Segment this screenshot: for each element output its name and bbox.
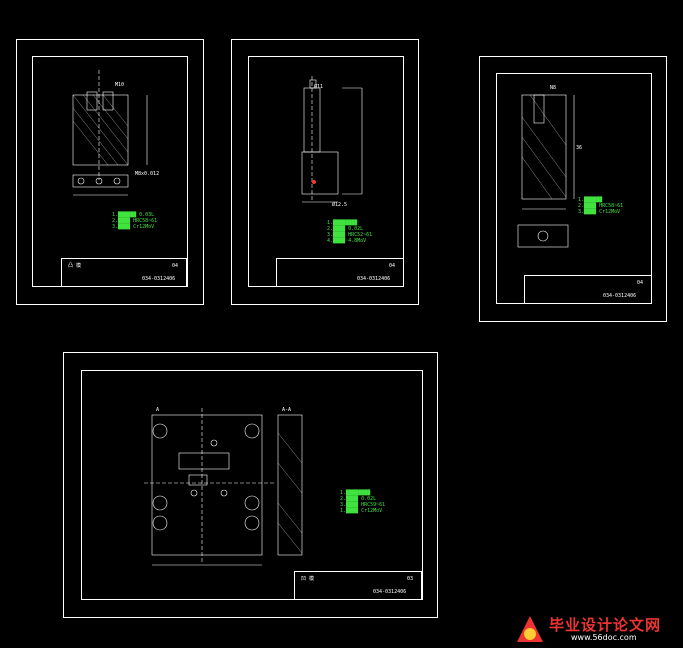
note-line: 2.████ HRC58~61 [578,203,624,209]
note-line: 1.████ Cr12MoV [340,508,383,514]
drawing-sheet-1: M8x0.012 M10 1.██████ 0.03L 2.████ HRC58… [16,39,204,305]
drawing-sheet-2: Ø11 Ø12.5 1.████████ 2.████ 0.02L 3.████… [231,39,419,305]
watermark-title: 毕业设计论文网 [549,616,662,634]
note-line: 1.██████ 0.03L [112,212,155,218]
tech-notes: 1.██████ 0.03L 2.████ HRC58~61 3.████ Cr… [112,212,157,230]
logo-icon [517,616,543,642]
note-line: 1.██████ [578,197,603,203]
title-block: 04 034-0312406 [276,258,404,287]
title-left: 凸 模 [68,263,82,269]
dim-label: 36 [576,145,583,151]
dim-label: N8 [550,85,557,91]
drawing-sheet-4: A A-A 1.████████ 2.████ 0.02L 3.████ HRC… [63,352,438,618]
note-line: 3.████ Cr12MoV [578,209,621,215]
note-line: 3.████ HRC59~61 [340,502,386,508]
note-line: 3.████ HRC52~61 [327,232,373,238]
pin-drawing [301,76,363,203]
dim-label: Ø12.5 [332,202,348,208]
scale: 04 [389,263,396,269]
dim-label: M10 [115,82,125,88]
title-left: 凹 模 [301,576,315,582]
note-line: 1.████████ [327,220,358,226]
site-watermark: 毕业设计论文网 www.56doc.com [515,614,677,644]
title-block: 凸 模 04 034-0312406 [61,258,187,287]
scale: 03 [407,576,414,582]
dim-label: M8x0.012 [135,171,160,177]
punch-drawing [72,70,148,196]
die-drawing [144,408,303,566]
title-block: 凹 模 03 034-0312406 [294,571,422,600]
note-line: 3.████ Cr12MoV [112,224,155,230]
scale: 04 [172,263,179,269]
block-drawing [517,94,575,248]
view-label: A [156,407,160,413]
note-line: 2.████ 0.02L [340,496,377,502]
note-line: 4.████ 4.8MoV [327,238,367,244]
drawing-code: 034-0312406 [142,276,176,282]
drawing-code: 034-0312406 [357,276,391,282]
tech-notes: 1.████████ 2.████ 0.02L 3.████ HRC52~61 … [327,220,372,244]
scale: 04 [637,280,644,286]
note-line: 2.████ HRC58~61 [112,218,158,224]
drawing-sheet-3: N8 36 1.██████ 2.████ HRC58~61 3.████ Cr… [479,56,667,322]
tech-notes: 1.████████ 2.████ 0.02L 3.████ HRC59~61 … [340,490,385,514]
dim-label: Ø11 [314,84,324,90]
note-line: 2.████ 0.02L [327,226,364,232]
title-block: 04 034-0312406 [524,275,652,304]
view-label: A-A [282,407,292,413]
drawing-code: 034-0312406 [603,293,637,299]
tech-notes: 1.██████ 2.████ HRC58~61 3.████ Cr12MoV [578,197,623,215]
watermark-url: www.56doc.com [571,633,637,642]
note-line: 1.████████ [340,490,371,496]
drawing-frame-4 [81,370,423,600]
drawing-code: 034-0312406 [373,589,407,595]
